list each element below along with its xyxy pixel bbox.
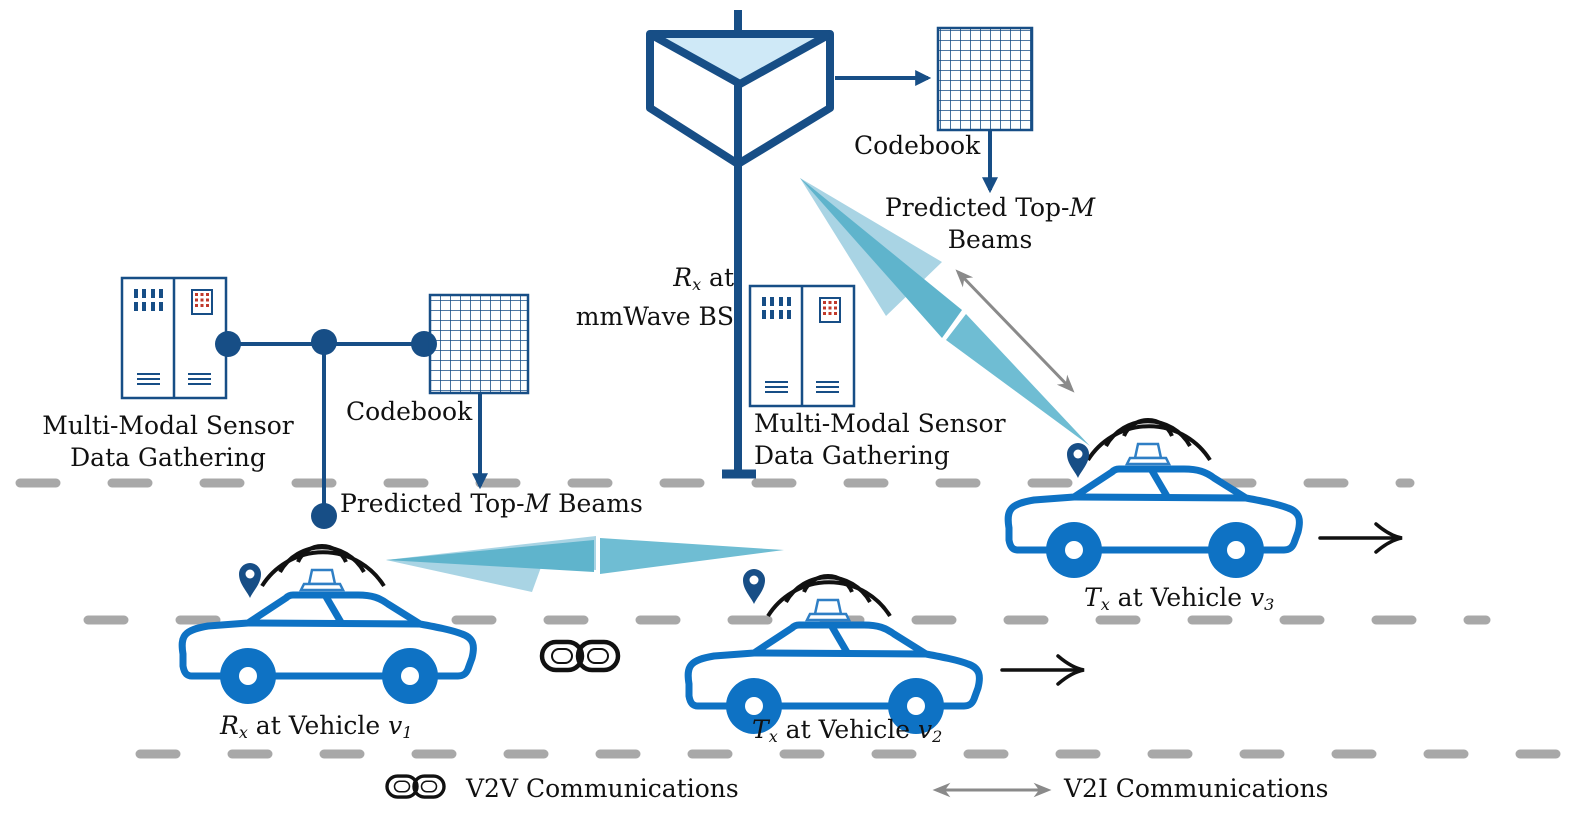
vehicle-v2-label: Tx at Vehicle v2 (752, 715, 943, 746)
vehicle-v1 (182, 546, 473, 704)
bs-antenna-top (646, 30, 834, 88)
sensor-label-middle: Multi-Modal Sensor Data Gathering (754, 409, 1006, 470)
server-rack-icon (748, 284, 856, 408)
antenna-array-icon (936, 26, 1034, 132)
motion-arrow-v3 (1318, 522, 1403, 554)
link-icon (385, 774, 446, 799)
server-rack-icon (120, 276, 228, 400)
bs-rx-label: Rx at mmWave BS (575, 263, 734, 331)
v2i-link-arrow (955, 269, 1075, 393)
codebook-grid-right (936, 26, 1034, 132)
vehicle-v3-label: Tx at Vehicle v3 (1084, 583, 1275, 614)
vehicle-v1-label: Rx at Vehicle v1 (220, 711, 413, 742)
predicted-beams-label-right: Predicted Top-M Beams (884, 193, 1096, 254)
beam-segment (600, 538, 784, 574)
sensor-label-left: Multi-Modal Sensor Data Gathering (42, 411, 294, 472)
codebook-label-right: Codebook (854, 131, 981, 160)
vehicle-v2 (688, 576, 979, 734)
v2v-beam (386, 536, 784, 592)
codebook-label-left: Codebook (346, 397, 473, 426)
location-pin-icon (239, 563, 261, 598)
beam-segment (386, 540, 594, 572)
beam-segment (800, 178, 962, 338)
motion-arrow-v2 (1000, 654, 1085, 686)
location-pin-icon (1067, 443, 1089, 478)
predicted-beams-label-left: Predicted Top-M Beams (340, 489, 643, 518)
network-node (311, 503, 337, 529)
vehicle-v3 (1008, 420, 1299, 578)
legend-v2v-label: V2V Communications (466, 774, 739, 803)
link-icon (542, 642, 618, 670)
location-pin-icon (743, 569, 765, 604)
antenna-array-icon (428, 293, 530, 395)
network-node (311, 329, 337, 355)
rx-vehicle-processing (120, 276, 530, 529)
network-node (215, 331, 241, 357)
legend-v2i-label: V2I Communications (1064, 774, 1329, 803)
mmwave-base-station (646, 10, 834, 479)
